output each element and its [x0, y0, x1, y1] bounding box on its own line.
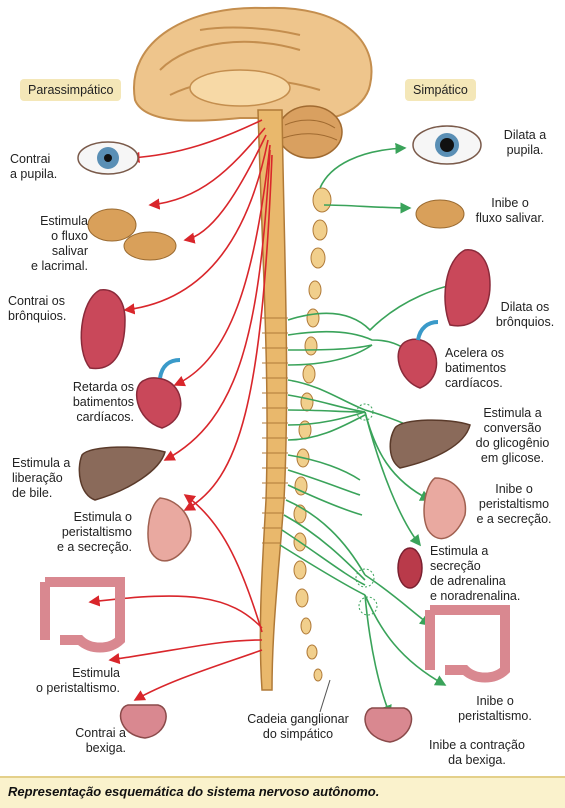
right-stomach: [423, 477, 467, 540]
left-eye: [77, 141, 139, 175]
left-label-heart: Retarda os batimentos cardíacos.: [72, 380, 134, 424]
parasympathetic-nerves: [88, 119, 273, 701]
spinal-cord: [257, 109, 288, 691]
autonomic-nervous-system-diagram: [40, 6, 510, 743]
left-liver: [78, 446, 166, 501]
sympathetic-ganglion-chain: [293, 187, 332, 682]
sympathetic-chain-label: Cadeia ganglionar do simpático: [247, 712, 349, 741]
right-label-heart: Acelera os batimentos cardíacos.: [445, 346, 507, 390]
vertebra-segments: [262, 317, 288, 544]
left-label-saliva: Estimula o fluxo salivar e lacrimal.: [31, 214, 88, 273]
left-label-stomach: Estimula o peristaltismo e a secreção.: [56, 510, 132, 554]
right-bladder: [364, 707, 413, 743]
left-label-bile: Estimula a liberação de bile.: [12, 456, 71, 500]
left-intestine: [40, 577, 125, 653]
left-label-bronchi: Contrai os brônquios.: [8, 294, 67, 323]
left-bladder: [119, 704, 167, 739]
right-lung: [444, 249, 491, 327]
parasympathetic-header: Parassimpático: [20, 79, 122, 101]
sympathetic-header: Simpático: [405, 79, 476, 101]
left-label-bladder: Contrai a bexiga.: [75, 726, 126, 755]
right-heart: [397, 320, 439, 389]
chain-pointer-line: [319, 679, 331, 713]
right-label-stomach: Inibe o peristaltismo e a secreção.: [476, 482, 552, 526]
left-label-pupil: Contrai a pupila.: [10, 152, 58, 181]
left-label-intestine: Estimula o peristaltismo.: [35, 666, 120, 695]
right-label-pupil: Dilata a pupila.: [503, 128, 547, 157]
right-label-bronchi: Dilata os brônquios.: [495, 300, 555, 329]
right-eye: [412, 125, 482, 165]
figure-caption: Representação esquemática do sistema ner…: [8, 784, 380, 799]
right-label-bladder: Inibe a contração da bexiga.: [429, 738, 525, 767]
cerebellum: [277, 105, 343, 159]
right-label-adrenal: Estimula a secreção de adrenalina e nora…: [430, 544, 521, 603]
left-lung: [80, 289, 126, 370]
caption-bar: Representação esquemática do sistema ner…: [0, 776, 565, 808]
left-stomach: [147, 497, 192, 562]
brain: [132, 6, 373, 122]
left-heart: [135, 358, 182, 429]
ganglion-circles: [355, 403, 378, 616]
right-label-intestine: Inibe o peristaltismo.: [458, 694, 532, 723]
right-label-liver: Estimula a conversão do glicogênio em gl…: [475, 406, 550, 465]
right-adrenal-kidney: [397, 547, 423, 589]
right-intestine: [425, 605, 510, 683]
right-liver: [389, 419, 471, 469]
right-salivary-gland: [415, 199, 465, 229]
sympathetic-nerves: [279, 142, 472, 717]
left-salivary-glands: [87, 208, 177, 261]
right-label-saliva: Inibe o fluxo salivar.: [475, 196, 545, 225]
